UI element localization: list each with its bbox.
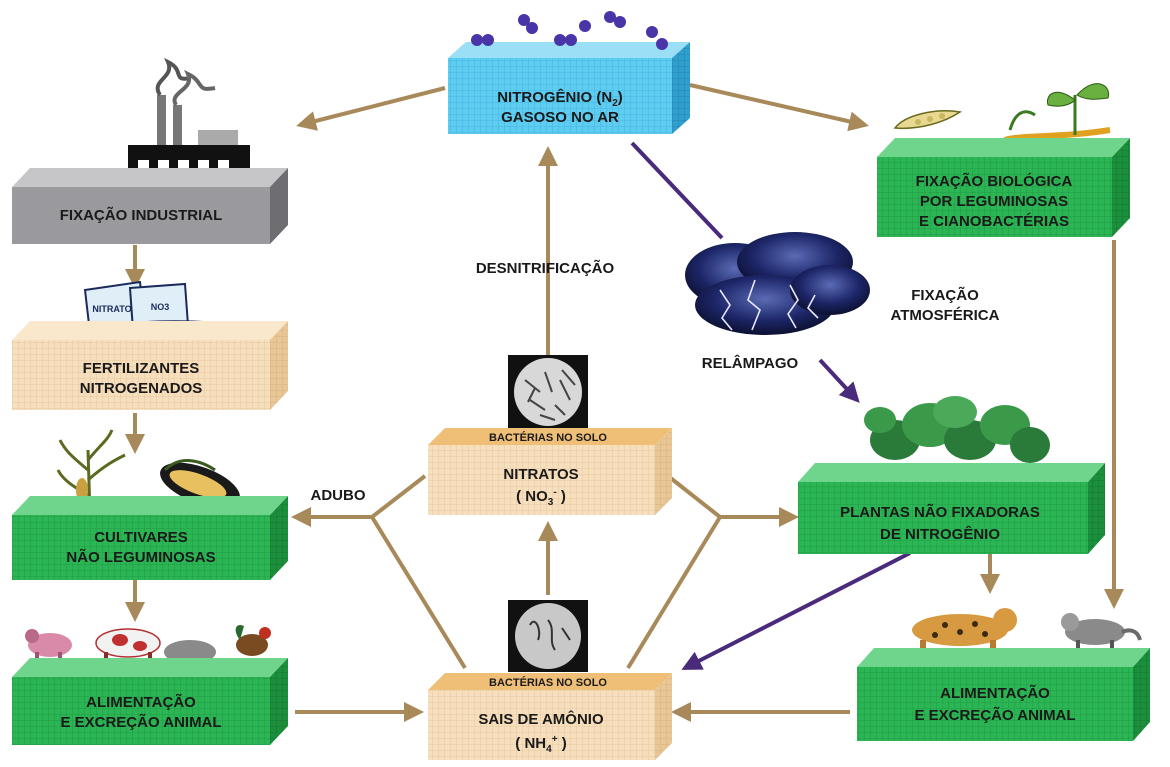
- nitrates-formula-pre: ( NO: [516, 488, 548, 505]
- arrow-lightning-to-plants: [818, 358, 860, 403]
- svg-text:( NO3- ): ( NO3- ): [516, 487, 566, 508]
- bacteria-micrograph-icon: [508, 355, 588, 430]
- arrow-n2-to-biofix: [689, 83, 869, 132]
- nitrates-formula-post: ): [557, 488, 566, 505]
- bio-fixation-box: FIXAÇÃO BIOLÓGICA POR LEGUMINOSAS E CIAN…: [877, 83, 1130, 237]
- nitrates-label-1: NITRATOS: [503, 466, 578, 483]
- lightning-cloud-icon: [685, 232, 870, 335]
- fertilizers-label-1: FERTILIZANTES: [83, 360, 200, 377]
- bag-label-2: NO3: [151, 302, 170, 312]
- plants-nonfix-box: PLANTAS NÃO FIXADORAS DE NITROGÊNIO: [798, 396, 1105, 554]
- animal-left-label-1: ALIMENTAÇÃO: [86, 693, 196, 711]
- ammonium-box: BACTÉRIAS NO SOLO SAIS DE AMÔNIO ( NH4+ …: [428, 600, 672, 760]
- fertilizers-label-2: NITROGENADOS: [80, 380, 203, 397]
- animal-right-label-2: E EXCREÇÃO ANIMAL: [914, 706, 1075, 724]
- industrial-fixation-box: FIXAÇÃO INDUSTRIAL: [12, 57, 288, 244]
- fertilizers-box: NITRATO NO3 FERTILIZANTES NITROGENADOS: [12, 280, 288, 410]
- plants-label-1: PLANTAS NÃO FIXADORAS: [840, 503, 1040, 521]
- bio-fix-label-1: FIXAÇÃO BIOLÓGICA: [916, 172, 1073, 190]
- manure-label: ADUBO: [311, 487, 366, 504]
- atm-fixation-label-1: FIXAÇÃO: [911, 286, 979, 304]
- ammonium-top-label: BACTÉRIAS NO SOLO: [489, 676, 607, 689]
- animal-left-box: ALIMENTAÇÃO E EXCREÇÃO ANIMAL: [12, 624, 288, 745]
- n2-label-line2: GASOSO NO AR: [501, 109, 619, 126]
- crops-box: CULTIVARES NÃO LEGUMINOSAS: [12, 429, 288, 580]
- nitrates-formula-sup: -: [553, 487, 556, 498]
- plants-label-2: DE NITROGÊNIO: [880, 525, 1000, 543]
- nitrates-top-label: BACTÉRIAS NO SOLO: [489, 431, 607, 444]
- lightning-label: RELÂMPAGO: [702, 354, 799, 372]
- arrow-n2-to-industrial: [296, 86, 446, 131]
- animal-right-label-1: ALIMENTAÇÃO: [940, 684, 1050, 702]
- arrow-plants-to-ammonium: [681, 551, 911, 670]
- industrial-label: FIXAÇÃO INDUSTRIAL: [60, 206, 223, 224]
- n2-subscript: 2: [612, 98, 618, 109]
- nitrates-box: BACTÉRIAS NO SOLO NITRATOS ( NO3- ): [428, 355, 672, 515]
- leafy-plants-icon: [864, 396, 1050, 463]
- crops-label-1: CULTIVARES: [94, 529, 188, 546]
- atm-fixation-label-2: ATMOSFÉRICA: [891, 307, 1000, 324]
- n2-molecules: [471, 11, 668, 50]
- ammonium-formula-pre: ( NH: [515, 735, 546, 752]
- ammonium-formula-sub: 4: [546, 744, 552, 755]
- legume-icon: [893, 83, 1111, 143]
- bio-fix-label-3: E CIANOBACTÉRIAS: [919, 213, 1069, 230]
- svg-text:NITROGÊNIO (N2): NITROGÊNIO (N2): [497, 88, 623, 109]
- denitrification-label: DESNITRIFICAÇÃO: [476, 259, 615, 277]
- crops-label-2: NÃO LEGUMINOSAS: [66, 548, 215, 566]
- bacteria-micrograph-icon-2: [508, 600, 588, 672]
- n2-label-line1: NITROGÊNIO (N: [497, 88, 612, 106]
- ammonium-formula-post: ): [558, 735, 567, 752]
- animal-left-label-2: E EXCREÇÃO ANIMAL: [60, 713, 221, 731]
- wild-animals-icon: [912, 608, 1142, 660]
- bag-label-1: NITRATO: [92, 304, 131, 314]
- svg-text:( NH4+ ): ( NH4+ ): [515, 734, 566, 755]
- ammonium-label-1: SAIS DE AMÔNIO: [478, 710, 604, 728]
- arrow-n2-to-lightning: [630, 141, 724, 240]
- bio-fix-label-2: POR LEGUMINOSAS: [920, 193, 1068, 210]
- n2-gas-box: NITROGÊNIO (N2) GASOSO NO AR: [448, 11, 690, 134]
- purple-arrows: [630, 141, 911, 670]
- ammonium-formula-sup: +: [552, 734, 558, 745]
- tan-arrows: [125, 83, 1124, 722]
- n2-label-close: ): [618, 89, 623, 106]
- animal-right-box: ALIMENTAÇÃO E EXCREÇÃO ANIMAL: [857, 608, 1150, 741]
- nitrates-formula-sub: 3: [548, 497, 554, 508]
